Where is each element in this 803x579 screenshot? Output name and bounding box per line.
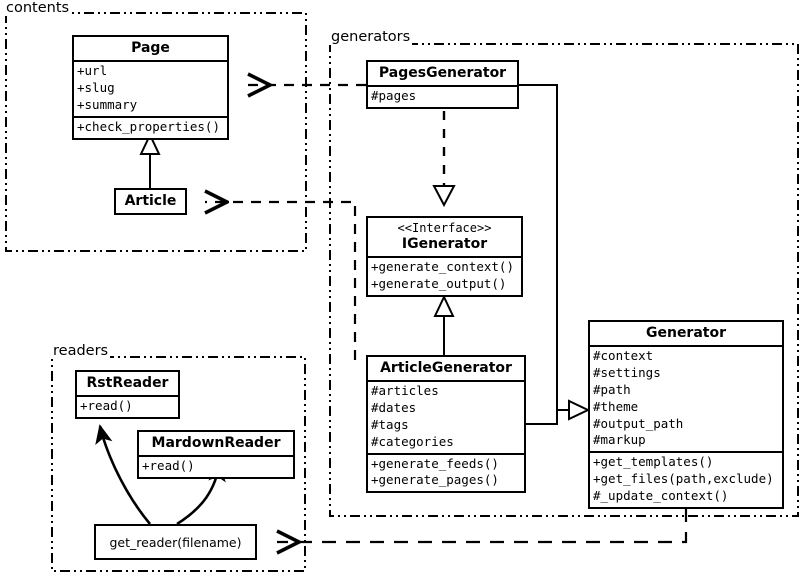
class-name-igenerator: <<Interface>> IGenerator (368, 218, 521, 256)
operations-compartment-page: +check_properties() (74, 115, 227, 138)
class-stereotype-igenerator: <<Interface>> (397, 221, 492, 235)
attribute-item: #context (593, 348, 654, 364)
class-name-pages-generator: PagesGenerator (378, 65, 507, 81)
function-box-get-reader[interactable]: get_reader(filename) (94, 524, 257, 560)
generalization-arrowhead-generator (568, 399, 591, 421)
class-name-mardown-reader: MardownReader (151, 435, 281, 451)
operation-item: +generate_feeds() (371, 455, 499, 471)
attribute-item: #tags (371, 416, 409, 432)
class-box-pages-generator[interactable]: PagesGenerator #pages (366, 60, 519, 109)
generalization-pagesgenerator-generator (519, 84, 558, 410)
operation-item: +generate_pages() (371, 472, 499, 488)
attribute-item: #dates (371, 399, 417, 415)
package-border-generators (329, 43, 799, 517)
attributes-compartment-page: +url +slug +summary (74, 60, 227, 116)
package-label-contents: contents (4, 0, 72, 16)
generalization-arrowhead-igenerator-2 (433, 294, 455, 317)
operation-item: +get_files(path,exclude) (593, 471, 774, 487)
class-name-text-igenerator: IGenerator (401, 236, 488, 252)
realization-arrowhead-igenerator (432, 185, 456, 208)
attribute-item: #settings (593, 364, 661, 380)
attributes-compartment-pages-generator: #pages (368, 85, 517, 107)
function-label-get-reader: get_reader(filename) (109, 534, 242, 550)
operation-item: +generate_output() (371, 275, 507, 291)
attribute-item: #output_path (593, 415, 684, 431)
operations-compartment-igenerator: +generate_context() +generate_output() (368, 256, 521, 295)
operations-compartment-generator: +get_templates() +get_files(path,exclude… (590, 451, 782, 507)
attribute-item: #categories (371, 433, 454, 449)
attributes-compartment-generator: #context #settings #path #theme #output_… (590, 345, 782, 451)
dependency-articlegenerator-article (205, 202, 357, 360)
generalization-arrowhead-page (139, 132, 161, 155)
operation-item: +check_properties() (77, 118, 220, 134)
class-box-article-generator[interactable]: ArticleGenerator #articles #dates #tags … (366, 355, 526, 494)
class-box-article[interactable]: Article (114, 188, 187, 216)
class-box-rst-reader[interactable]: RstReader +read() (75, 370, 180, 419)
operations-compartment-article-generator: +generate_feeds() +generate_pages() (368, 452, 524, 492)
dependency-generator-get-reader (277, 508, 688, 542)
operation-item: +read() (80, 398, 133, 414)
class-name-article-generator: ArticleGenerator (380, 360, 512, 376)
attribute-item: #theme (593, 398, 639, 414)
attribute-item: +url (77, 63, 108, 79)
attribute-item: #pages (371, 88, 417, 104)
attribute-item: #articles (371, 383, 439, 399)
operation-item: +read() (142, 458, 195, 474)
class-box-mardown-reader[interactable]: MardownReader +read() (137, 430, 295, 479)
package-label-readers: readers (51, 343, 111, 359)
operations-compartment-rst-reader: +read() (77, 395, 178, 417)
operation-item: +generate_context() (371, 259, 514, 275)
package-label-generators: generators (329, 29, 413, 45)
attributes-compartment-article-generator: #articles #dates #tags #categories (368, 380, 524, 453)
package-border-contents (5, 12, 307, 252)
attribute-item: +summary (77, 96, 138, 112)
class-box-page[interactable]: Page +url +slug +summary +check_properti… (72, 35, 229, 140)
class-name-page: Page (131, 40, 170, 56)
class-box-generator[interactable]: Generator #context #settings #path #them… (588, 320, 784, 509)
class-box-igenerator[interactable]: <<Interface>> IGenerator +generate_conte… (366, 216, 523, 297)
operations-compartment-mardown-reader: +read() (139, 455, 293, 477)
attribute-item: #path (593, 381, 631, 397)
class-name-rst-reader: RstReader (86, 375, 169, 391)
attribute-item: +slug (77, 79, 115, 95)
dependency-get-reader-rstreader (95, 424, 151, 525)
operation-item: #_update_context() (593, 488, 729, 504)
package-border-readers (51, 356, 306, 572)
class-name-article: Article (124, 193, 177, 209)
generalization-articlegenerator-generator (526, 410, 558, 425)
class-name-generator: Generator (645, 325, 726, 341)
attribute-item: #markup (593, 432, 646, 448)
operation-item: +get_templates() (593, 454, 714, 470)
